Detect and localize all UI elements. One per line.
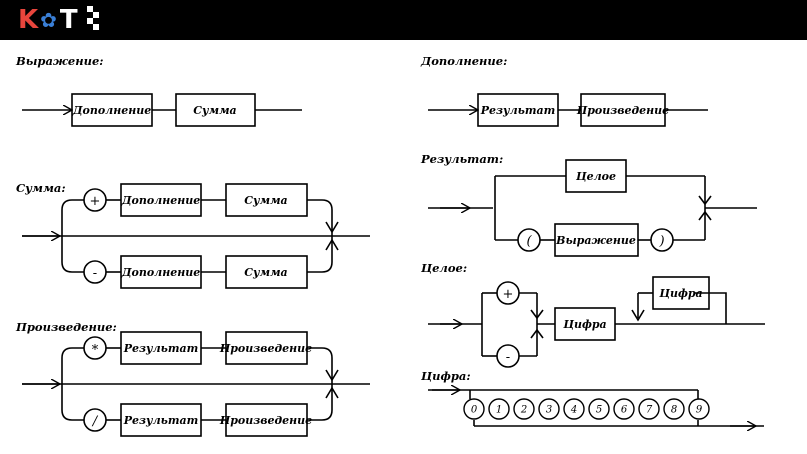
box-tsifra-loop: Цифра [658, 287, 702, 300]
digit-label-2: 2 [520, 405, 527, 416]
digit-circle-3 [538, 398, 560, 420]
box-summa: Сумма [244, 266, 287, 279]
logo-letter-k: K [18, 5, 40, 35]
digit-circle-8 [663, 398, 685, 420]
top-bar: K ✿ T [0, 0, 807, 40]
rule-title-proizvedenie: Произведение: [15, 320, 117, 334]
op-plus: + [503, 287, 514, 302]
digit-label-7: 7 [646, 405, 653, 416]
op-minus: - [506, 350, 510, 365]
op-open-paren: ( [526, 234, 532, 249]
digit-label-4: 4 [570, 405, 577, 416]
box-summa: Сумма [244, 194, 287, 207]
rule-title-summa: Сумма: [16, 181, 66, 195]
digit-circle-5 [588, 398, 610, 420]
box-dopolnenie: Дополнение [121, 194, 201, 207]
op-divide: / [91, 414, 99, 429]
brand-logo: K ✿ T [18, 4, 103, 36]
digit-label-6: 6 [621, 405, 628, 416]
box-rezultat: Результат [480, 104, 556, 117]
box-dopolnenie: Дополнение [121, 266, 201, 279]
digit-label-9: 9 [696, 405, 703, 416]
rule-title-vyrazhenie: Выражение: [15, 54, 104, 68]
digit-circle-7 [638, 398, 660, 420]
digit-label-3: 3 [546, 405, 552, 416]
digit-circle-0 [463, 398, 485, 420]
box-summa: Сумма [193, 104, 236, 117]
box-proizvedenie: Произведение [219, 342, 312, 355]
op-plus: + [90, 194, 101, 209]
box-rezultat: Результат [123, 414, 199, 427]
rule-title-tsifra: Цифра: [420, 369, 471, 383]
digit-circle-9 [688, 398, 710, 420]
box-tseloe: Целое [575, 170, 616, 183]
digit-circle-6 [613, 398, 635, 420]
rule-title-tseloe: Целое: [420, 261, 467, 275]
box-proizvedenie: Произведение [219, 414, 312, 427]
op-close-paren: ) [658, 234, 664, 249]
digit-label-5: 5 [596, 405, 602, 416]
digit-circle-4 [563, 398, 585, 420]
op-minus: - [93, 266, 97, 281]
rule-title-rezultat: Результат: [420, 152, 503, 166]
digit-circle-1 [488, 398, 510, 420]
digit-label-0: 0 [471, 405, 478, 416]
op-multiply: * [92, 343, 99, 358]
box-rezultat: Результат [123, 342, 199, 355]
paw-icon: ✿ [40, 8, 58, 32]
digit-label-1: 1 [496, 405, 502, 416]
logo-pixel-decoration [86, 6, 103, 34]
box-proizvedenie: Произведение [576, 104, 669, 117]
digit-circle-2 [513, 398, 535, 420]
box-dopolnenie: Дополнение [72, 104, 152, 117]
box-tsifra: Цифра [562, 318, 606, 331]
box-vyrazhenie: Выражение [555, 234, 636, 247]
digit-label-8: 8 [671, 405, 677, 416]
logo-letter-t: T [59, 5, 79, 35]
rule-title-dopolnenie: Дополнение: [420, 54, 507, 68]
